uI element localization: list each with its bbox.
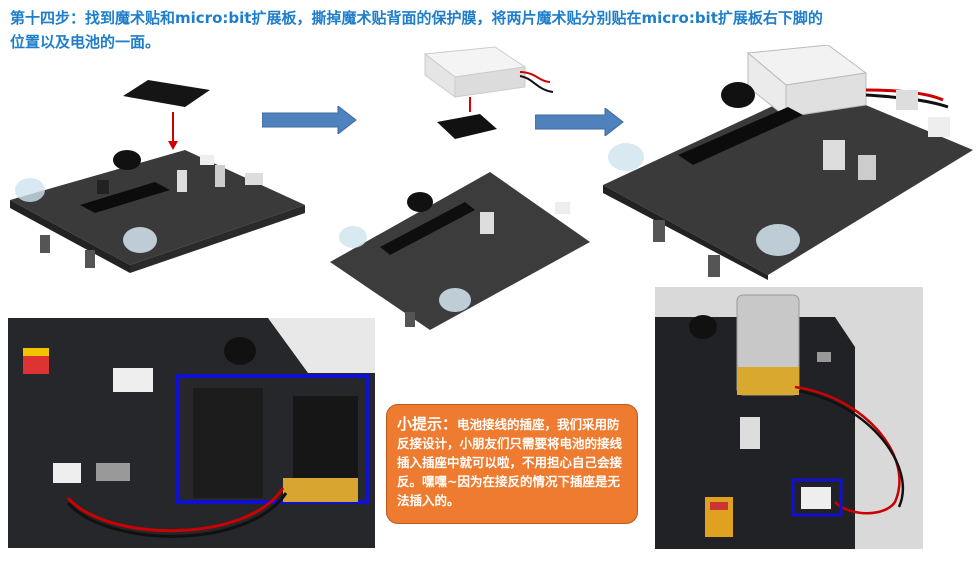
heading-prefix: 第十四步：找到魔术贴和 — [10, 9, 176, 27]
board-illustration-2 — [330, 46, 590, 330]
tip-box: 小提示：电池接线的插座，我们采用防反接设计，小朋友们只需要将电池的接线插入插座中… — [386, 404, 638, 524]
photo-board-with-velcro — [8, 318, 375, 548]
heading-middle: 扩展板，撕掉魔术贴背面的保护膜，将两片魔术贴分别贴在 — [251, 9, 642, 27]
heading-suffix: 扩展板右下脚的 — [717, 9, 823, 27]
right-arrow-1 — [262, 106, 357, 134]
heading-line-2: 位置以及电池的一面。 — [10, 33, 161, 51]
board-illustration-1 — [10, 80, 305, 273]
right-arrow-2 — [535, 108, 624, 136]
tip-body: 电池接线的插座，我们采用防反接设计，小朋友们只需要将电池的接线插入插座中就可以啦… — [397, 417, 623, 508]
board-illustration-3 — [603, 45, 973, 280]
tip-heading: 小提示： — [397, 415, 458, 433]
heading-brand-2: micro:bit — [641, 9, 718, 27]
heading-brand-1: micro:bit — [175, 9, 252, 27]
photo-battery-connector — [655, 287, 923, 549]
step-heading: 第十四步：找到魔术贴和micro:bit扩展板，撕掉魔术贴背面的保护膜，将两片魔… — [10, 6, 910, 54]
